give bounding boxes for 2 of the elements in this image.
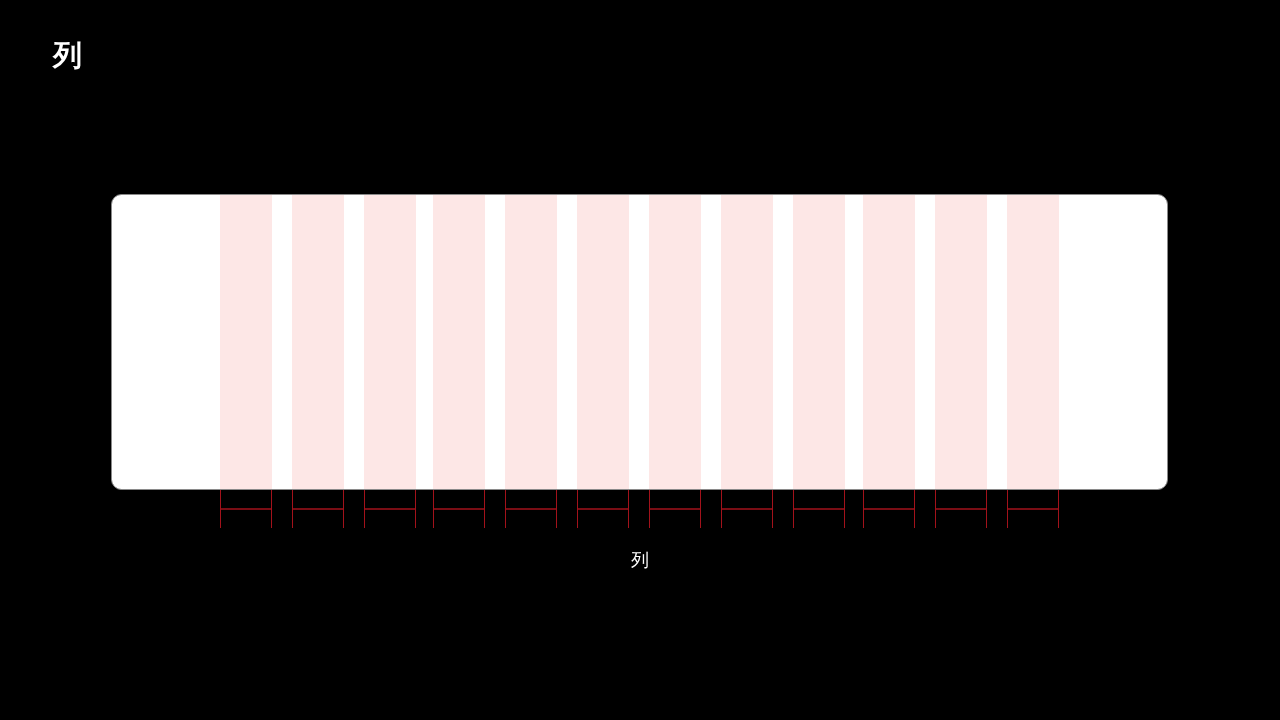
diagram-title: 列 <box>53 40 82 72</box>
dimension-label: 列 <box>631 550 649 572</box>
